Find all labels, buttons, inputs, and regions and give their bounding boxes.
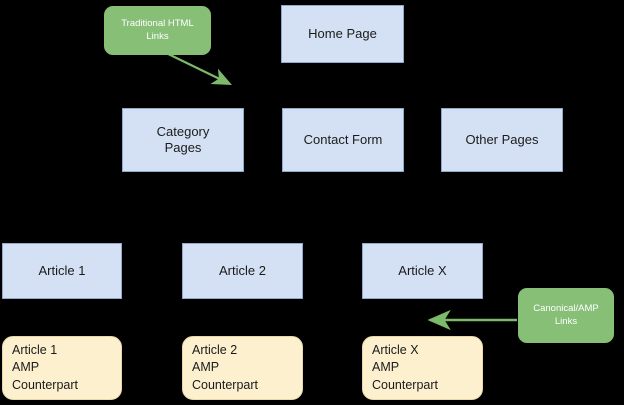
node-article-x-amp-counterpart-label: Article X AMP Counterpart [372,343,439,392]
node-article-x-label: Article X [398,262,447,278]
node-article-1-amp-counterpart-label: Article 1 AMP Counterpart [12,343,79,392]
node-contact-form-label: Contact Form [303,131,383,147]
node-contact-form[interactable]: Contact Form [282,108,404,172]
node-article-x[interactable]: Article X [362,243,483,299]
node-article-1[interactable]: Article 1 [2,243,122,299]
callout-canonical-amp-links-label: Canonical/AMP Links [533,302,599,327]
callout-canonical-amp-links[interactable]: Canonical/AMP Links [518,288,614,343]
node-home-page-label: Home Page [308,25,377,41]
node-home-page[interactable]: Home Page [281,5,404,63]
node-category-pages[interactable]: Category Pages [122,108,244,172]
node-other-pages-label: Other Pages [465,131,539,147]
callout-traditional-html-links[interactable]: Traditional HTML Links [104,6,211,55]
node-article-2-label: Article 2 [219,262,266,278]
node-article-2-amp-counterpart[interactable]: Article 2 AMP Counterpart [182,336,303,400]
callout-traditional-html-links-label: Traditional HTML Links [121,17,194,42]
node-article-1-label: Article 1 [38,262,86,278]
node-category-pages-label: Category Pages [156,123,210,155]
arrow-traditional-html-links [159,49,232,85]
node-article-2[interactable]: Article 2 [182,243,303,299]
node-article-1-amp-counterpart[interactable]: Article 1 AMP Counterpart [2,336,122,400]
node-article-x-amp-counterpart[interactable]: Article X AMP Counterpart [362,336,483,400]
node-article-2-amp-counterpart-label: Article 2 AMP Counterpart [192,343,259,392]
node-other-pages[interactable]: Other Pages [441,108,563,172]
